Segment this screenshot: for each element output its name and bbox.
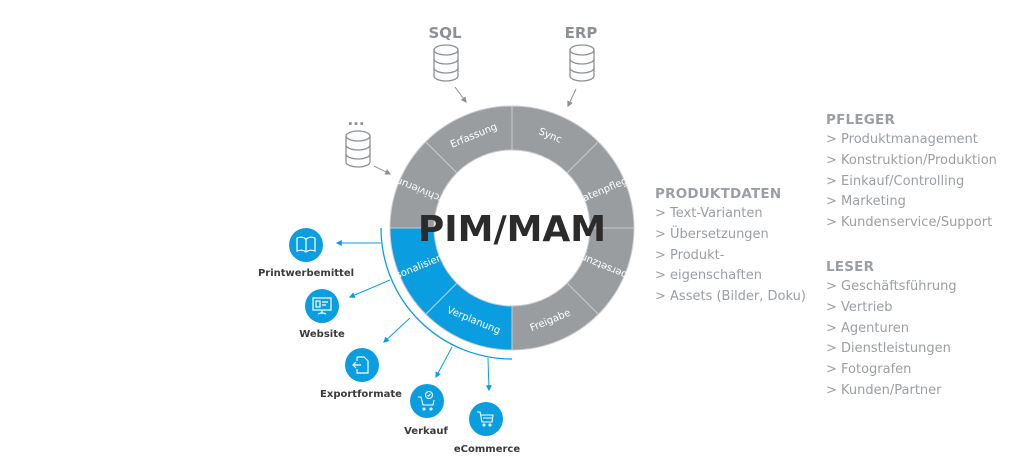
panel-list: > Geschäftsführung > Vertrieb > Agenture… [826, 277, 957, 402]
panel-item: > Kundenservice/Support [826, 215, 993, 231]
output-bracket-arc [380, 227, 513, 360]
process-ring: SyncDatenpflegeÜbersetzungFreigabeVerpla… [380, 105, 636, 351]
panel-item: > Vertrieb [826, 299, 893, 315]
panel-item: > Produkt- [655, 247, 725, 263]
output-arrow [435, 346, 453, 379]
output-icon-circle [410, 384, 444, 418]
output-printwerbemittel: Printwerbemittel [258, 228, 381, 279]
output-label: Exportformate [320, 389, 402, 400]
panel-item: > Einkauf/Controlling [826, 173, 965, 189]
monitor-icon [312, 297, 332, 315]
panel-item: > Assets (Bilder, Doku) [655, 289, 806, 305]
output-ecommerce: eCommerce [454, 357, 520, 455]
source-label: SQL [428, 24, 462, 42]
source-arrow [567, 88, 577, 108]
database-icon [569, 44, 595, 82]
book-icon [296, 236, 316, 253]
output-website: Website [299, 279, 391, 340]
panel-item: > Geschäftsführung [826, 279, 957, 294]
panel-title: LESER [826, 259, 875, 275]
source-arrow [373, 165, 392, 175]
panel-item: > Fotografen [826, 362, 912, 378]
panel-item: > Text-Varianten [655, 206, 763, 221]
panel-item: > Dienstleistungen [826, 341, 951, 357]
output-arrow [348, 279, 391, 298]
panel-item: > Konstruktion/Produktion [826, 152, 997, 168]
output-icon-circle [469, 402, 503, 436]
source-erp: ERP [565, 24, 598, 108]
panel-item: > eigenschaften [655, 268, 762, 284]
source-sql: SQL [428, 24, 467, 103]
center-title: PIM/MAM [418, 209, 606, 250]
output-icon-circle [305, 289, 339, 323]
output-label: eCommerce [454, 444, 520, 455]
output-verkauf: Verkauf [404, 346, 453, 437]
output-label: Printwerbemittel [258, 268, 354, 279]
panel-item: > Marketing [826, 194, 906, 210]
output-arrow [383, 317, 411, 343]
database-icon [433, 44, 459, 82]
ring-segment [425, 105, 513, 174]
panel-list: > Text-Varianten > Übersetzungen > Produ… [655, 204, 806, 308]
panel-list: > Produktmanagement > Konstruktion/Produ… [826, 130, 997, 234]
output-arrow [485, 357, 492, 392]
panel-produktdaten: PRODUKTDATEN > Text-Varianten > Übersetz… [655, 186, 806, 308]
source-label: ERP [565, 24, 598, 42]
output-icon-circle [345, 348, 379, 382]
source-arrow [454, 86, 467, 103]
panel-title: PRODUKTDATEN [655, 186, 782, 202]
panel-item: > Produktmanagement [826, 132, 978, 147]
source-more: ... [345, 111, 392, 175]
export-document-icon [352, 356, 369, 374]
panel-item: > Kunden/Partner [826, 382, 942, 398]
panel-pfleger: PFLEGER > Produktmanagement > Konstrukti… [826, 112, 997, 234]
panel-leser: LESER > Geschäftsführung > Vertrieb > Ag… [826, 259, 957, 402]
output-label: Verkauf [404, 426, 448, 437]
source-label: ... [347, 111, 364, 129]
output-exportformate: Exportformate [320, 317, 411, 400]
database-icon [345, 130, 371, 168]
output-label: Website [299, 329, 345, 340]
panel-title: PFLEGER [826, 112, 896, 128]
cart-check-icon [418, 390, 435, 411]
panel-item: > Übersetzungen [655, 226, 769, 242]
cart-icon [477, 411, 494, 427]
panel-item: > Agenturen [826, 320, 910, 336]
